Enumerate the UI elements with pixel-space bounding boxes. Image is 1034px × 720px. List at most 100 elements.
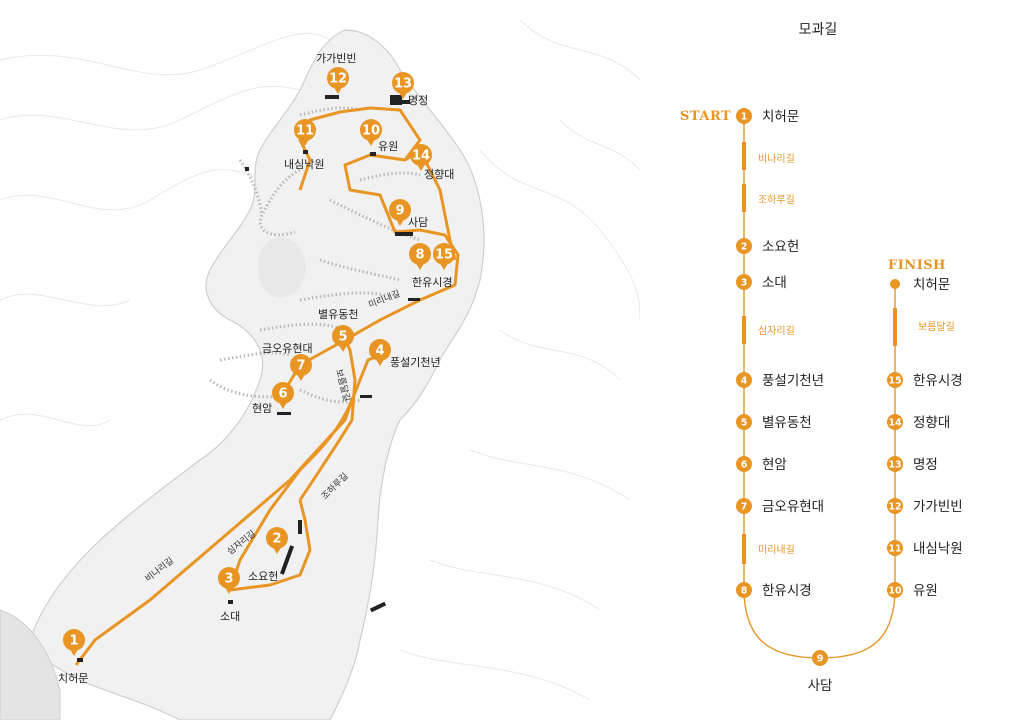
pond [0, 609, 61, 720]
map-pin-14: 14 [410, 144, 432, 171]
svg-text:1: 1 [741, 112, 748, 123]
svg-text:10: 10 [888, 586, 902, 597]
route-seg-mirinaegil: 미리내길 [758, 543, 795, 556]
map-label-hyeonam: 현암 [252, 402, 272, 415]
svg-text:1: 1 [69, 634, 78, 649]
route-finish-stop: 치허문 [890, 277, 950, 293]
map-label-myeongjeong: 명정 [408, 94, 428, 107]
map-label-chiheomun: 치허문 [58, 672, 88, 685]
main-route [74, 106, 460, 666]
route-bottom-stop: 9 사담 [808, 650, 833, 694]
route-start-label: START [680, 109, 731, 124]
svg-text:2: 2 [272, 532, 281, 547]
map-pin-11: 11 [294, 119, 316, 146]
svg-text:4: 4 [375, 344, 384, 359]
svg-text:치허문: 치허문 [913, 277, 950, 293]
svg-text:2: 2 [741, 242, 748, 253]
map-pin-12: 12 [327, 67, 349, 94]
map-pin-4: 4 [369, 339, 391, 366]
svg-text:6: 6 [741, 460, 748, 471]
svg-text:금오유현대: 금오유현대 [762, 499, 824, 515]
svg-text:12: 12 [329, 72, 347, 87]
svg-text:8: 8 [415, 248, 424, 263]
route-stop: 10 유원 [887, 582, 938, 599]
svg-text:사담: 사담 [808, 678, 833, 694]
map-pin-15: 15 [433, 243, 455, 270]
svg-text:별유동천: 별유동천 [762, 415, 812, 431]
route-stop: 6 현암 [736, 456, 787, 473]
map-label-yuwon: 유원 [378, 140, 398, 153]
map-label-sadam: 사담 [408, 216, 428, 229]
map-pin-3: 3 [218, 567, 240, 594]
svg-text:3: 3 [741, 278, 748, 289]
svg-text:14: 14 [412, 149, 430, 164]
svg-text:11: 11 [296, 124, 314, 139]
route-stop: 4 풍설기천년 [736, 372, 824, 389]
svg-text:15: 15 [888, 376, 901, 387]
svg-text:현암: 현암 [762, 457, 787, 473]
svg-text:3: 3 [224, 572, 233, 587]
svg-text:11: 11 [888, 544, 901, 555]
svg-text:유원: 유원 [913, 583, 938, 599]
svg-text:7: 7 [296, 359, 305, 374]
route-stop: 5 별유동천 [736, 414, 812, 431]
svg-text:10: 10 [362, 124, 380, 139]
svg-text:풍설기천년: 풍설기천년 [762, 373, 824, 389]
svg-text:소대: 소대 [762, 275, 787, 291]
svg-text:12: 12 [888, 502, 901, 513]
land-area [29, 29, 485, 720]
route-diagram: 모과길 START FINISH 비나리길 조하루길 심자리길 미리내길 보름달… [680, 22, 963, 694]
garden-map: 1 2 3 4 5 6 7 8 [0, 19, 640, 720]
svg-text:내심낙원: 내심낙원 [913, 541, 963, 557]
route-finish-label: FINISH [888, 258, 946, 273]
map-label-sodae: 소대 [220, 610, 240, 623]
map-pin-8: 8 [409, 243, 431, 270]
map-label-jeonghyangdae: 정향대 [424, 168, 454, 181]
svg-text:한유시경: 한유시경 [762, 583, 812, 599]
route-stop: 13 명정 [887, 456, 938, 473]
svg-text:정향대: 정향대 [913, 415, 950, 431]
route-right-stops: 15 한유시경 14 정향대 13 명정 12 가가빈빈 11 내심낙원 10 … [887, 372, 963, 599]
svg-text:치허문: 치허문 [762, 109, 799, 125]
svg-text:15: 15 [435, 248, 453, 263]
map-pin-5: 5 [332, 325, 354, 352]
route-seg-binarigil: 비나리길 [758, 152, 795, 165]
route-stop: 2 소요헌 [736, 238, 799, 255]
svg-text:13: 13 [888, 460, 901, 471]
route-seg-boreumdalgil: 보름달길 [918, 320, 955, 333]
map-label-soyoheon: 소요헌 [248, 570, 278, 583]
svg-text:13: 13 [394, 77, 412, 92]
buildings [77, 95, 420, 662]
map-pin-10: 10 [360, 119, 382, 146]
svg-text:가가빈빈: 가가빈빈 [913, 499, 963, 515]
map-pin-9: 9 [389, 199, 411, 226]
route-stop: 14 정향대 [887, 414, 950, 431]
route-stop: 8 한유시경 [736, 582, 812, 599]
svg-text:4: 4 [741, 376, 748, 387]
map-label-byeolyudongcheon: 별유동천 [318, 307, 358, 321]
lawn [258, 237, 306, 298]
route-stop: 11 내심낙원 [887, 540, 963, 557]
svg-text:9: 9 [395, 204, 404, 219]
map-pin-1: 1 [63, 629, 85, 656]
map-pins: 1 2 3 4 5 6 7 8 [63, 67, 455, 656]
route-left-stops: 1 치허문 2 소요헌 3 소대 4 풍설기천년 5 별유동천 6 현암 7 금… [736, 108, 824, 599]
map-label-gagabinbin: 가가빈빈 [316, 52, 356, 65]
map-pin-13: 13 [392, 72, 414, 99]
map-label-hanyusigyeong: 한유시경 [412, 276, 452, 289]
svg-text:14: 14 [888, 418, 902, 429]
map-pin-7: 7 [290, 354, 312, 381]
svg-text:소요헌: 소요헌 [762, 239, 799, 255]
route-stop: 15 한유시경 [887, 372, 963, 389]
map-label-geumouhyeondae: 금오유현대 [262, 342, 313, 355]
svg-text:5: 5 [741, 418, 748, 429]
contour-lines [0, 19, 640, 701]
route-stop: 12 가가빈빈 [887, 498, 963, 515]
map-place-labels: 치허문 소대 소요헌 현암 금오유현대 별유동천 풍설기천년 한유시경 사담 정… [58, 52, 454, 685]
map-label-pungseolgicheonnyeon: 풍설기천년 [390, 355, 441, 369]
route-stop: 1 치허문 [736, 108, 799, 125]
trails [209, 106, 421, 404]
route-seg-simjarigil: 심자리길 [758, 324, 795, 337]
map-label-naesimnagwon: 내심낙원 [284, 158, 324, 171]
route-title: 모과길 [799, 22, 838, 38]
